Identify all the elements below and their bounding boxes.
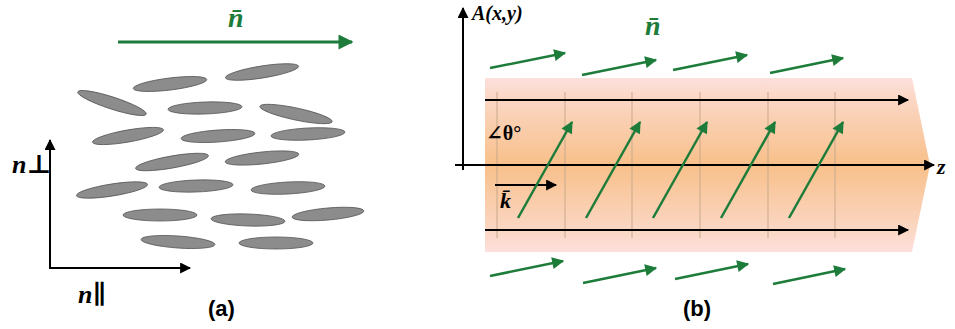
vector-label: k̄: [500, 188, 511, 213]
axis-arrow: [462, 8, 464, 170]
director-arrow: [673, 55, 747, 70]
molecule: [271, 126, 346, 142]
director-arrow: [586, 122, 640, 218]
panel-label: (a): [208, 296, 235, 321]
axis-arrow: [49, 267, 190, 269]
axis-label: n∥: [78, 280, 106, 310]
vector-label: n̄: [228, 2, 244, 34]
molecule: [259, 100, 334, 127]
director-arrow: [118, 41, 352, 44]
director-arrow: [583, 268, 656, 283]
molecule: [76, 178, 149, 201]
director-arrow: [490, 53, 565, 68]
director-arrow: [490, 261, 563, 276]
axis-label: A(x,y): [472, 2, 523, 25]
molecule: [141, 233, 216, 250]
director-arrow: [675, 264, 748, 279]
molecule: [211, 213, 285, 228]
axis-arrow: [455, 164, 934, 166]
panel-label: (b): [683, 296, 711, 321]
molecule: [225, 60, 300, 83]
molecule: [135, 150, 210, 175]
molecule: [133, 74, 208, 95]
director-arrow: [582, 60, 656, 75]
axis-label: z: [937, 154, 946, 179]
vector-label: n̄: [645, 10, 661, 42]
molecule: [292, 205, 365, 223]
director-arrow: [653, 122, 707, 218]
molecule: [76, 86, 148, 120]
wave-vector-arrow: [495, 184, 556, 186]
molecule: [159, 179, 233, 194]
axis-label: n⊥: [12, 150, 51, 180]
molecule: [239, 237, 313, 249]
director-arrow: [773, 269, 845, 284]
director-arrow: [721, 122, 775, 218]
molecule: [92, 124, 165, 148]
molecule: [181, 127, 256, 144]
molecule: [225, 148, 300, 168]
director-arrow: [770, 58, 843, 73]
molecule: [251, 180, 326, 196]
molecule: [168, 101, 242, 116]
director-arrow: [518, 122, 572, 218]
director-arrow: [789, 122, 843, 218]
angle-label: ∠θ°: [486, 122, 521, 145]
molecule: [123, 209, 197, 221]
beam-edge-arrow: [485, 99, 908, 101]
beam-edge-arrow: [485, 229, 908, 231]
